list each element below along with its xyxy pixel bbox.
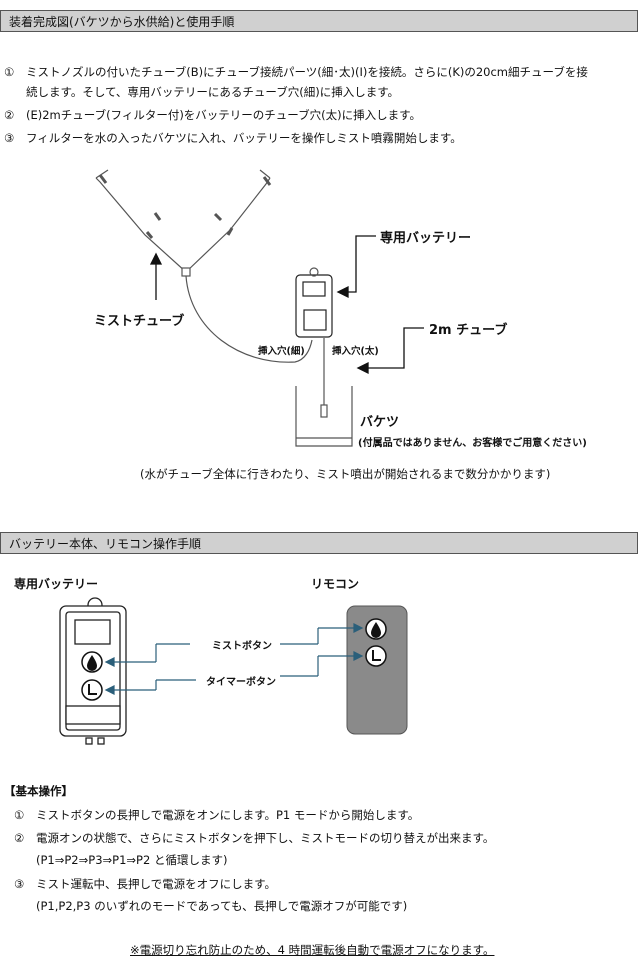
remote-water-drop-icon bbox=[371, 622, 381, 638]
basic-item-2-sub: (P1⇒P2⇒P3⇒P1⇒P2 と循環します) bbox=[36, 853, 228, 867]
tube-2m-label: 2m チューブ bbox=[429, 323, 508, 338]
battery-timer-button bbox=[81, 679, 103, 701]
timer-button-label: タイマーボタン bbox=[206, 677, 276, 688]
item-text: ミストボタンの長押しで電源をオンにします。P1 モードから開始します。 bbox=[36, 808, 420, 822]
basic-item-3: ③ ミスト運転中、長押しで電源をオフにします。 bbox=[14, 876, 276, 892]
step-number: ① bbox=[4, 65, 15, 79]
basic-item-2: ② 電源オンの状態で、さらにミストボタンを押下し、ミストモードの切り替えが出来ます… bbox=[14, 830, 494, 846]
section-header-operation: バッテリー本体、リモコン操作手順 bbox=[0, 532, 638, 554]
item-number: ② bbox=[14, 831, 25, 845]
water-drop-icon bbox=[87, 655, 97, 671]
auto-off-footer: ※電源切り忘れ防止のため、4 時間運転後自動で電源オフになります。 bbox=[130, 943, 495, 957]
bucket-note: (付属品ではありません、お客様でご用意ください) bbox=[358, 438, 587, 449]
battery-title: 専用バッテリー bbox=[14, 577, 99, 591]
item-text: ミスト運転中、長押しで電源をオフにします。 bbox=[36, 877, 277, 891]
item-number: ① bbox=[14, 808, 25, 822]
remote-timer-button bbox=[365, 645, 387, 667]
step-1-cont: 続します。そして、専用バッテリーにあるチューブ穴(細)に挿入します。 bbox=[26, 85, 400, 99]
connection-tube bbox=[185, 275, 313, 363]
mist-tube-label: ミストチューブ bbox=[94, 314, 185, 329]
step-3: ③ フィルターを水の入ったバケツに入れ、バッテリーを操作しミスト噴霧開始します。 bbox=[4, 130, 462, 146]
mist-start-note: (水がチューブ全体に行きわたり、ミスト噴出が開始されるまで数分かかります) bbox=[140, 467, 551, 481]
step-1: ① ミストノズルの付いたチューブ(B)にチューブ接続パーツ(細･太)(I)を接続。… bbox=[4, 64, 588, 80]
item-text: 電源オンの状態で、さらにミストボタンを押下し、ミストモードの切り替えが出来ます。 bbox=[36, 831, 495, 845]
basic-heading: 【基本操作】 bbox=[4, 784, 73, 798]
battery-label: 専用バッテリー bbox=[380, 231, 472, 246]
remote-body bbox=[346, 605, 408, 735]
bucket-label: バケツ bbox=[360, 415, 400, 430]
clock-icon bbox=[372, 650, 381, 661]
mist-button-label: ミストボタン bbox=[212, 641, 272, 652]
basic-item-1: ① ミストボタンの長押しで電源をオンにします。P1 モードから開始します。 bbox=[14, 807, 419, 823]
step-text: ミストノズルの付いたチューブ(B)にチューブ接続パーツ(細･太)(I)を接続。さ… bbox=[26, 65, 588, 79]
insert-hole-thick-label: 挿入穴(太) bbox=[332, 346, 379, 357]
basic-item-3-sub: (P1,P2,P3 のいずれのモードであっても、長押しで電源オフが可能です) bbox=[36, 899, 408, 913]
section-header-assembly: 装着完成図(バケツから水供給)と使用手順 bbox=[0, 10, 638, 32]
step-2: ② (E)2mチューブ(フィルター付)をバッテリーのチューブ穴(太)に挿入します。 bbox=[4, 107, 421, 123]
remote-title: リモコン bbox=[311, 577, 360, 591]
step-number: ② bbox=[4, 108, 15, 122]
item-number: ③ bbox=[14, 877, 25, 891]
step-text: フィルターを水の入ったバケツに入れ、バッテリーを操作しミスト噴霧開始します。 bbox=[26, 131, 462, 145]
insert-hole-thin-label: 挿入穴(細) bbox=[258, 346, 305, 357]
step-text: (E)2mチューブ(フィルター付)をバッテリーのチューブ穴(太)に挿入します。 bbox=[26, 108, 421, 122]
bucket-illustration bbox=[295, 386, 353, 447]
step-number: ③ bbox=[4, 131, 15, 145]
mist-tube-left-arm bbox=[95, 177, 187, 273]
